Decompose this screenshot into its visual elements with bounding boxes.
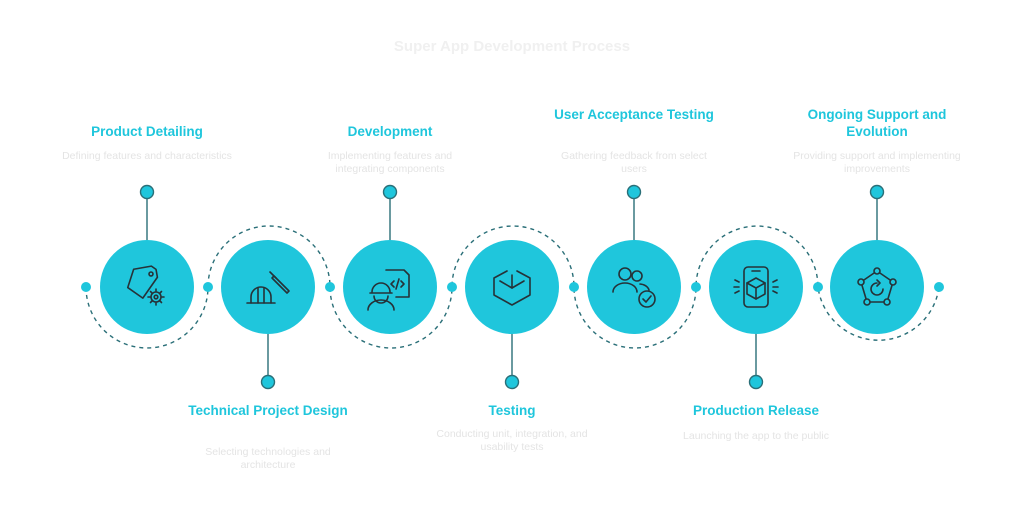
developer-code-icon (367, 269, 410, 311)
junction-dot (447, 282, 457, 292)
step-4-title: Testing (488, 403, 536, 418)
step-6-circle (709, 240, 803, 334)
step-7-title: Ongoing Support and Evolution (807, 107, 947, 139)
step-7-circle (830, 240, 924, 334)
step-6 (709, 240, 803, 390)
tag-gear-icon (126, 265, 165, 306)
cube-outline-icon (493, 270, 531, 306)
step-3-description: Implementing features and integrating co… (327, 150, 453, 175)
junction-dot (325, 282, 335, 292)
page-title: Super App Development Process (393, 38, 631, 55)
dashed-wave-connector (85, 225, 940, 349)
step-4-description: Conducting unit, integration, and usabil… (436, 428, 588, 453)
step-5-description: Gathering feedback from select users (561, 150, 707, 175)
junction-dot (691, 282, 701, 292)
step-4 (465, 240, 559, 390)
step-3 (343, 184, 437, 334)
step-6-dot (748, 374, 764, 390)
users-check-icon (612, 267, 656, 308)
junction-dot (934, 282, 944, 292)
step-2-dot (260, 374, 276, 390)
junction-dot (203, 282, 213, 292)
step-7-description: Providing support and implementing impro… (793, 150, 961, 175)
junction-dot (569, 282, 579, 292)
step-5-dot (626, 184, 642, 200)
step-1 (100, 184, 194, 334)
step-7-dot (869, 184, 885, 200)
step-3-title: Development (347, 124, 433, 139)
step-2-description: Selecting technologies and architecture (205, 446, 331, 471)
phone-box-icon (733, 266, 779, 308)
step-2-circle (221, 240, 315, 334)
step-1-circle (100, 240, 194, 334)
junction-dot (81, 282, 91, 292)
step-4-dot (504, 374, 520, 390)
step-1-dot (139, 184, 155, 200)
step-2-title: Technical Project Design (188, 403, 348, 418)
step-6-description: Launching the app to the public (683, 430, 829, 442)
step-7 (830, 184, 924, 334)
step-6-title: Production Release (692, 403, 820, 418)
step-1-title: Product Detailing (91, 124, 203, 139)
junction-dot (813, 282, 823, 292)
step-3-circle (343, 240, 437, 334)
junction-dots (81, 282, 944, 292)
step-5 (587, 184, 681, 334)
hardhat-pencil-icon (246, 271, 290, 304)
network-refresh-icon (857, 267, 897, 306)
step-2 (221, 240, 315, 390)
step-3-dot (382, 184, 398, 200)
step-1-description: Defining features and characteristics (62, 150, 232, 162)
step-5-title: User Acceptance Testing (554, 107, 714, 122)
